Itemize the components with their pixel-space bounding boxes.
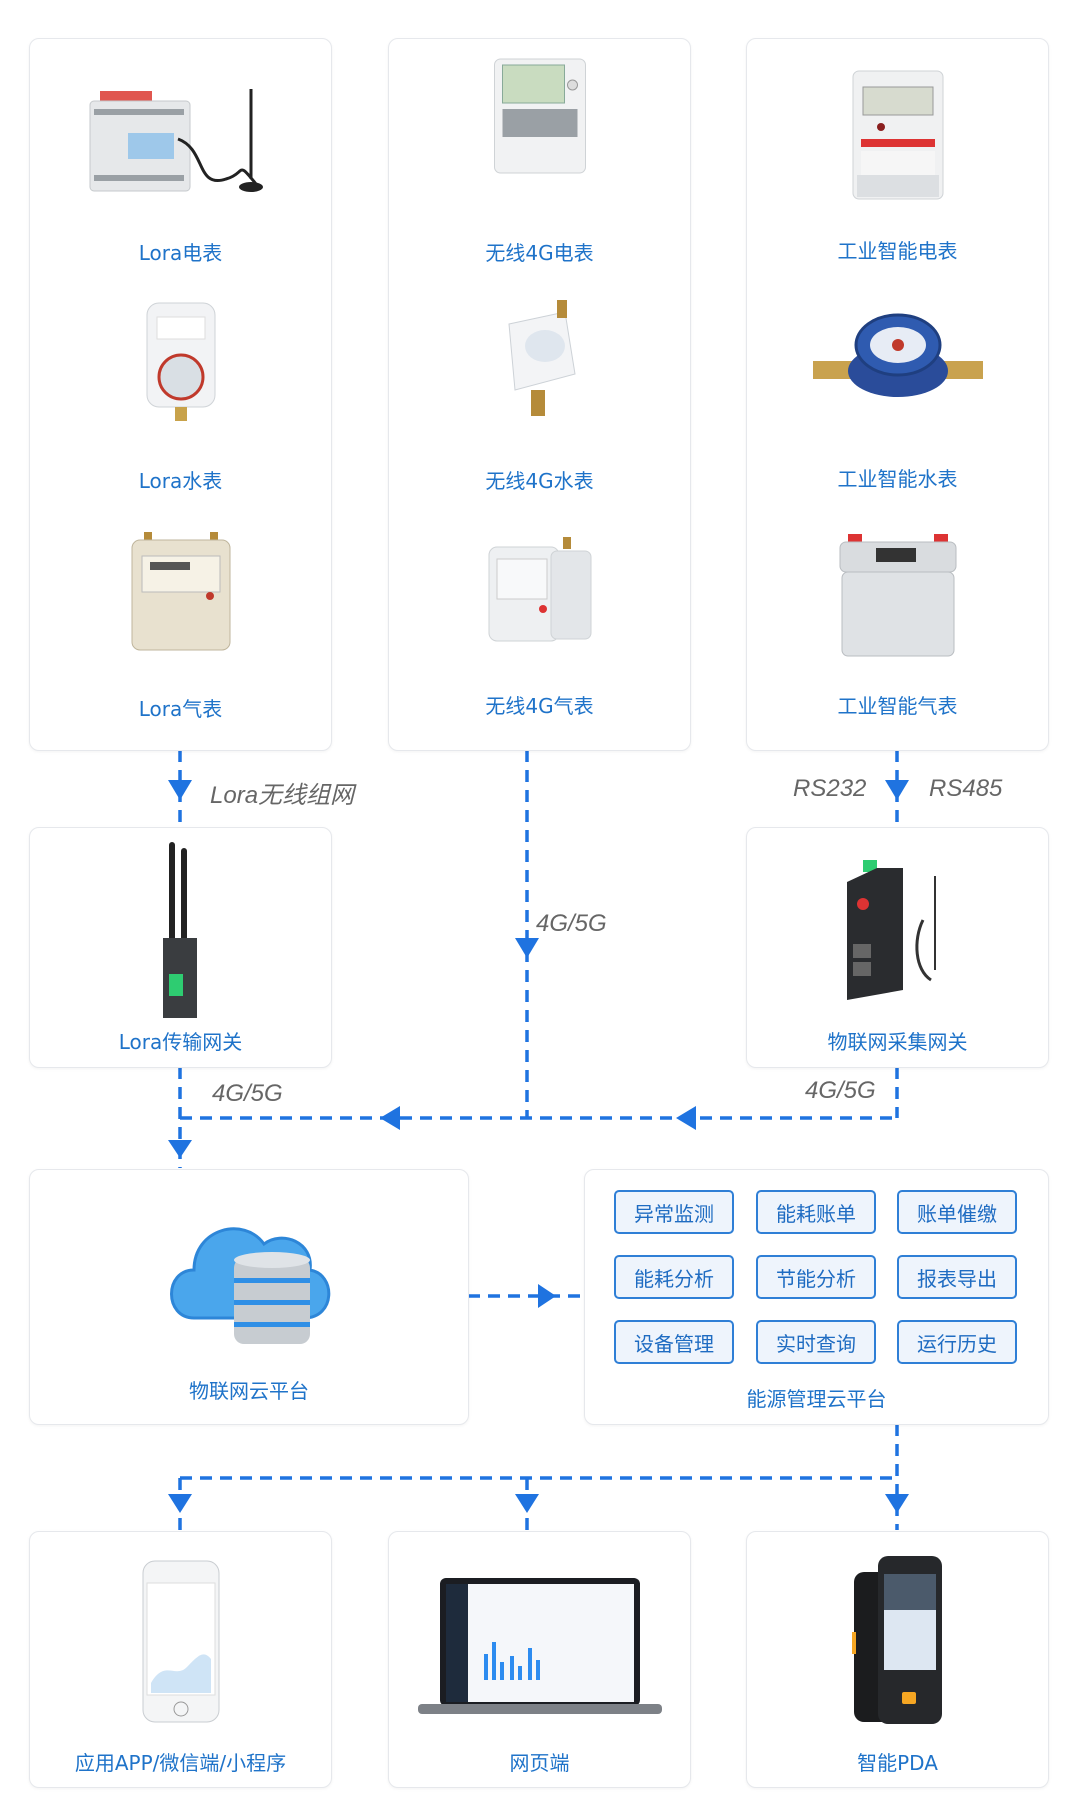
feature-realtime-query[interactable]: 实时查询 — [756, 1320, 876, 1364]
cloud-platform-card: 物联网云平台 — [29, 1169, 469, 1425]
laptop-dashboard-icon — [417, 1576, 662, 1716]
gateway-label: 物联网采集网关 — [827, 1030, 968, 1054]
arrow-down-icon — [168, 780, 192, 800]
connector-label-lora-network: Lora无线组网 — [210, 782, 355, 809]
device-label: 工业智能电表 — [837, 239, 958, 263]
smartphone-icon — [141, 1559, 221, 1724]
energy-platform-label: 能源管理云平台 — [746, 1387, 887, 1411]
wireless-water-meter-icon — [495, 294, 585, 419]
client-label: 应用APP/微信端/小程序 — [74, 1751, 287, 1775]
gateway-card-lora: Lora传输网关 — [29, 827, 332, 1068]
arrow-right-icon — [538, 1284, 556, 1308]
lora-gateway-icon — [151, 842, 211, 1020]
arrow-left-icon — [676, 1106, 696, 1130]
connector-label-rs232: RS232 — [793, 775, 867, 802]
din-rail-meter-with-antenna-icon — [86, 79, 276, 194]
feature-report-export[interactable]: 报表导出 — [897, 1255, 1017, 1299]
device-label: 无线4G电表 — [485, 241, 594, 265]
feature-run-history[interactable]: 运行历史 — [897, 1320, 1017, 1364]
client-card-pda: 智能PDA — [746, 1531, 1049, 1788]
arrow-down-icon — [885, 1494, 909, 1513]
cloud-database-icon — [164, 1208, 334, 1348]
feature-bill-reminder[interactable]: 账单催缴 — [897, 1190, 1017, 1234]
device-label: 工业智能气表 — [837, 694, 958, 718]
gateway-label: Lora传输网关 — [118, 1030, 243, 1054]
gateway-card-iot: 物联网采集网关 — [746, 827, 1049, 1068]
client-label: 智能PDA — [857, 1751, 938, 1775]
connector-label-4g5g-middle: 4G/5G — [536, 910, 607, 937]
prepaid-water-meter-icon — [141, 299, 221, 424]
device-card-industrial: 工业智能电表 工业智能水表 工业智能气表 — [746, 38, 1049, 751]
three-phase-meter-icon — [492, 57, 587, 175]
device-label: Lora电表 — [138, 241, 223, 265]
cloud-platform-label: 物联网云平台 — [189, 1379, 309, 1403]
single-phase-meter-icon — [851, 69, 945, 201]
device-label: 无线4G水表 — [485, 469, 594, 493]
feature-anomaly-monitoring[interactable]: 异常监测 — [614, 1190, 734, 1234]
gas-meter-icon — [126, 532, 236, 657]
industrial-gas-meter-icon — [838, 534, 958, 659]
arrow-down-icon — [515, 938, 539, 958]
iot-gateway-icon — [843, 860, 953, 1000]
feature-saving-analysis[interactable]: 节能分析 — [756, 1255, 876, 1299]
connector-label-4g5g-right: 4G/5G — [805, 1077, 876, 1104]
pda-device-icon — [848, 1552, 948, 1727]
feature-device-management[interactable]: 设备管理 — [614, 1320, 734, 1364]
device-label: 工业智能水表 — [837, 467, 958, 491]
device-label: 无线4G气表 — [485, 694, 594, 718]
arrow-down-icon — [885, 780, 909, 800]
arrow-down-icon — [168, 1140, 192, 1158]
device-label: Lora气表 — [138, 697, 223, 721]
client-card-app: 应用APP/微信端/小程序 — [29, 1531, 332, 1788]
arrow-down-icon — [515, 1494, 539, 1513]
arrow-left-icon — [380, 1106, 400, 1130]
connector-label-4g5g-left: 4G/5G — [212, 1080, 283, 1107]
feature-energy-bill[interactable]: 能耗账单 — [756, 1190, 876, 1234]
white-gas-meter-icon — [485, 537, 595, 647]
energy-platform-card: 异常监测 能耗账单 账单催缴 能耗分析 节能分析 报表导出 设备管理 实时查询 … — [584, 1169, 1049, 1425]
client-label: 网页端 — [509, 1751, 570, 1775]
device-label: Lora水表 — [138, 469, 223, 493]
device-card-lora: Lora电表 Lora水表 Lora气表 — [29, 38, 332, 751]
device-card-4g: 无线4G电表 无线4G水表 无线4G气表 — [388, 38, 691, 751]
connector-label-rs485: RS485 — [929, 775, 1003, 802]
feature-energy-analysis[interactable]: 能耗分析 — [614, 1255, 734, 1299]
arrow-down-icon — [168, 1494, 192, 1513]
brass-water-meter-icon — [812, 301, 983, 411]
client-card-web: 网页端 — [388, 1531, 691, 1788]
